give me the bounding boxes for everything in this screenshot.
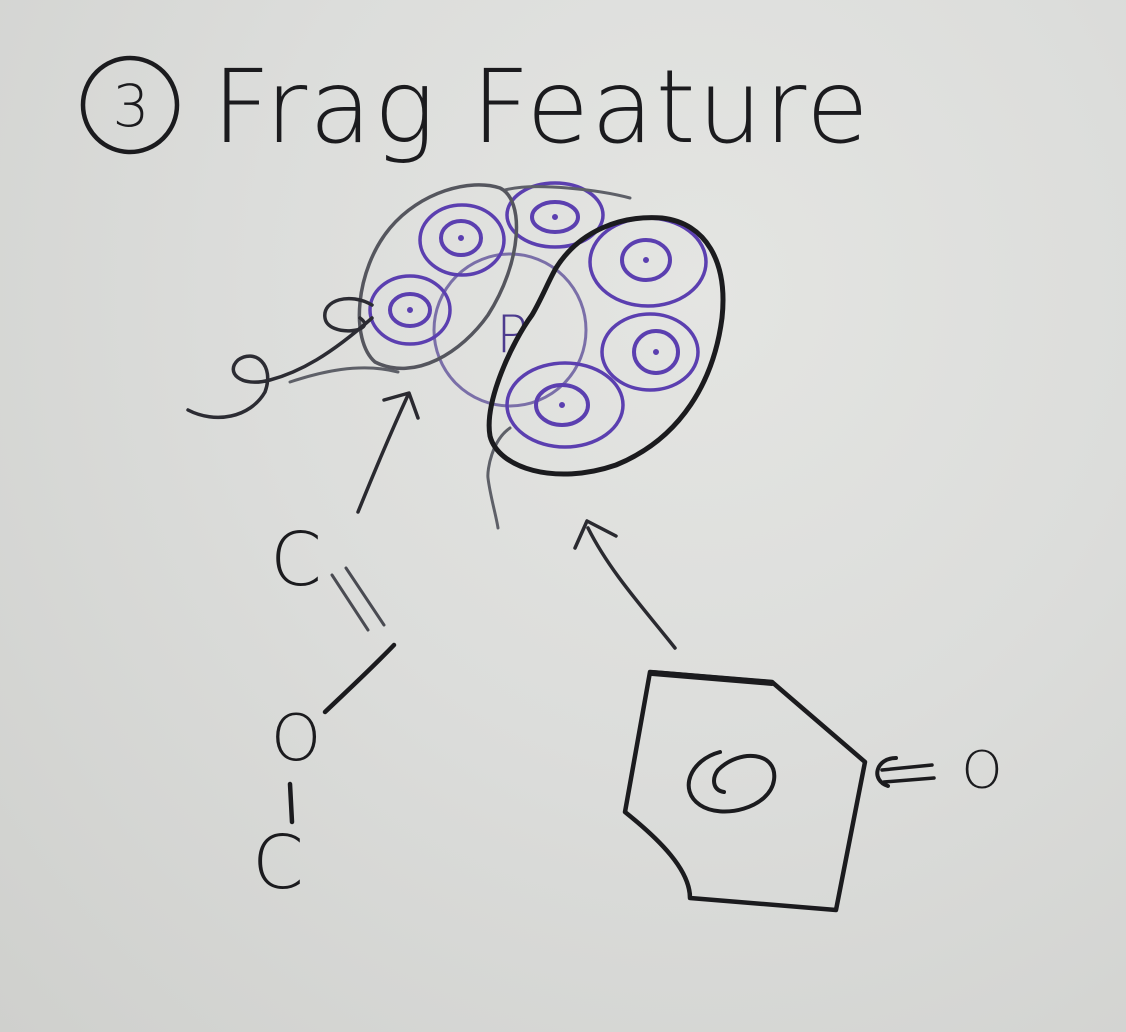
chain-atom-o: O: [271, 702, 321, 776]
single-bond: [322, 642, 397, 715]
carbonyl-c: [875, 756, 898, 788]
atom-ring: [368, 274, 452, 346]
arrow-to-right-fragment: [573, 519, 677, 650]
hexagon-ring: [622, 669, 868, 913]
single-bond-lower: [287, 781, 295, 825]
central-atom-label: P: [496, 305, 527, 365]
hexagon-top-thick: [649, 670, 775, 686]
title-group: 3 Frag Feature: [80, 48, 871, 167]
fragment-outline-left: [357, 183, 519, 371]
atom-rings: [368, 181, 708, 449]
squiggle-tail: [186, 296, 374, 419]
bond-line: [288, 366, 400, 384]
atom-ring: [600, 312, 700, 392]
aromatic-ring-structure: O: [573, 519, 1003, 913]
chain-atom-c-bottom: C: [252, 820, 304, 906]
atom-ring: [588, 216, 708, 308]
fragment-outline-right: [486, 215, 726, 477]
bond-line: [503, 185, 632, 200]
double-bond: [330, 566, 386, 632]
step-number: 3: [113, 72, 150, 140]
bond-chain: C O C: [252, 391, 420, 906]
chain-atom-c-top: C: [270, 517, 322, 603]
atom-ring: [505, 361, 625, 449]
atom-ring: [505, 181, 605, 249]
atom-ring: [418, 203, 506, 277]
substituent-atom-o: O: [962, 741, 1003, 801]
aromatic-inner-circle: [686, 750, 777, 814]
arrow-to-left-fragment: [356, 391, 420, 514]
bond-line: [486, 426, 512, 530]
step-number-circle: [80, 55, 180, 155]
page-title: Frag Feature: [212, 48, 871, 167]
fragment-cluster: P: [186, 181, 726, 530]
central-atom-circle: [432, 252, 588, 408]
carbonyl-double-bond: [880, 763, 936, 784]
